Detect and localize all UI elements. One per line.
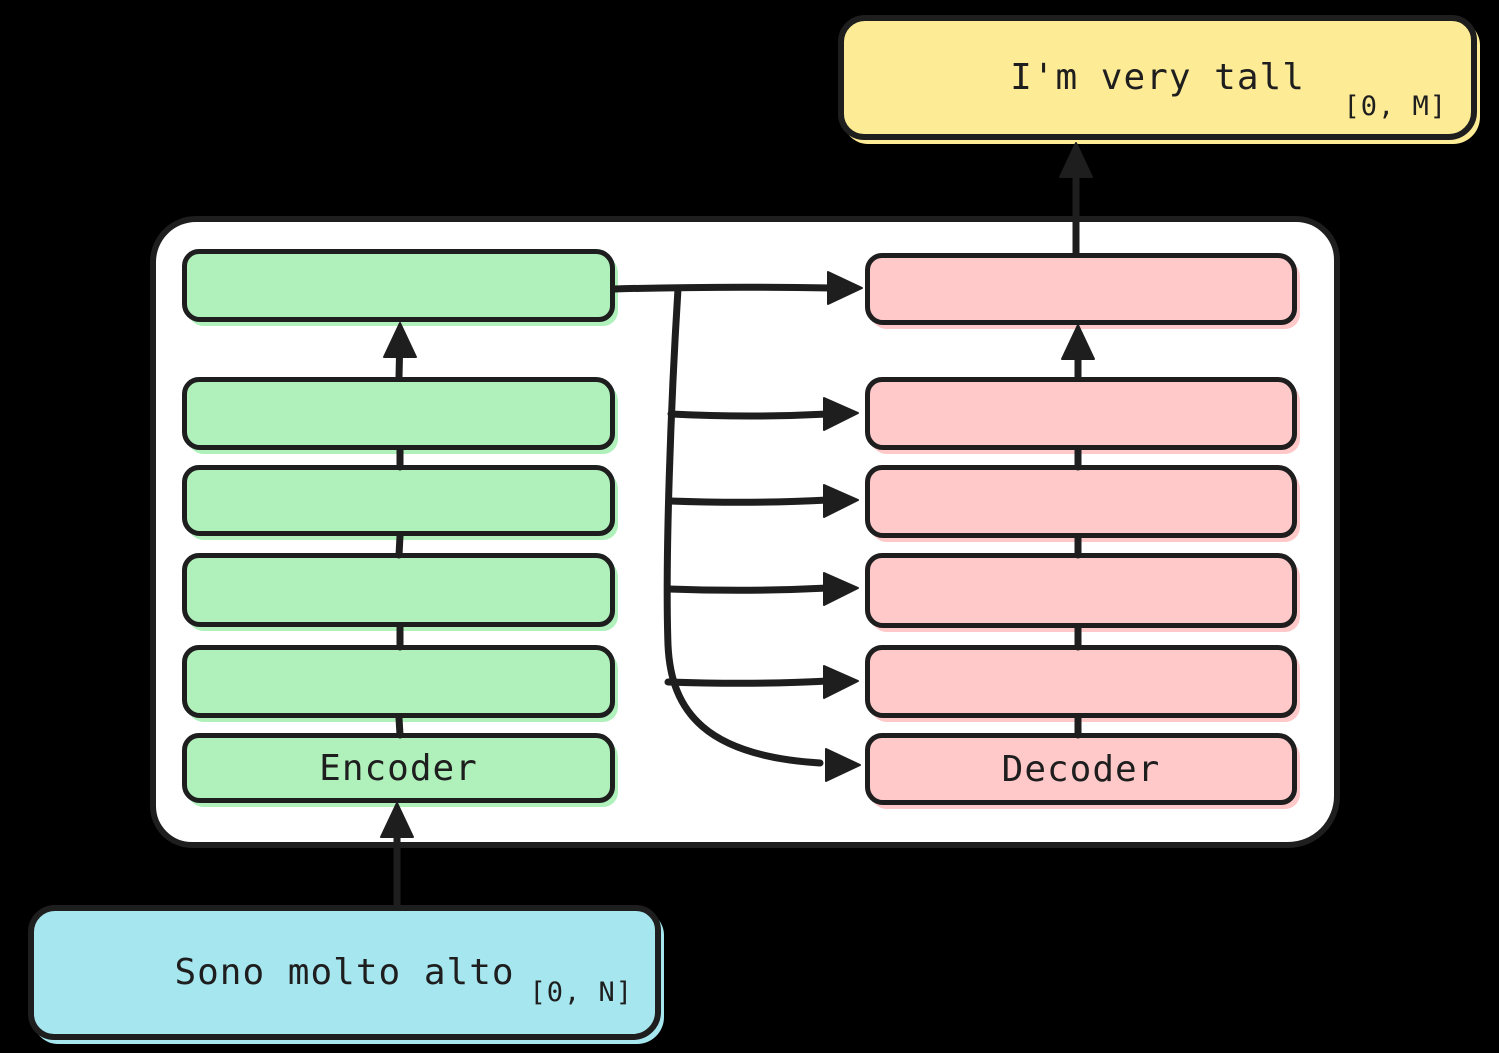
decoder-layer-4: [865, 465, 1297, 538]
decoder-layer-top: [865, 253, 1297, 325]
output-text-box: I'm very tall [0, M]: [838, 15, 1477, 140]
decoder-layer-5: [865, 377, 1297, 450]
input-text: Sono molto alto: [174, 952, 515, 993]
encoder-layer-4: [182, 465, 615, 536]
encoder-layer-top: [182, 249, 615, 322]
decoder-label: Decoder: [1001, 748, 1161, 790]
encoder-layer-5: [182, 377, 615, 450]
decoder-layer-2: [865, 645, 1297, 718]
decoder-label-box: Decoder: [865, 733, 1297, 805]
encoder-layer-2: [182, 645, 615, 718]
output-text: I'm very tall: [1010, 57, 1305, 98]
output-range-label: [0, M]: [1343, 91, 1447, 122]
encoder-layer-3: [182, 553, 615, 627]
encoder-label-box: Encoder: [182, 733, 615, 803]
input-range-label: [0, N]: [529, 977, 633, 1008]
encoder-label: Encoder: [319, 747, 478, 789]
input-text-box: Sono molto alto [0, N]: [28, 905, 661, 1040]
output-arrowhead: [1059, 142, 1093, 178]
decoder-layer-3: [865, 553, 1297, 628]
